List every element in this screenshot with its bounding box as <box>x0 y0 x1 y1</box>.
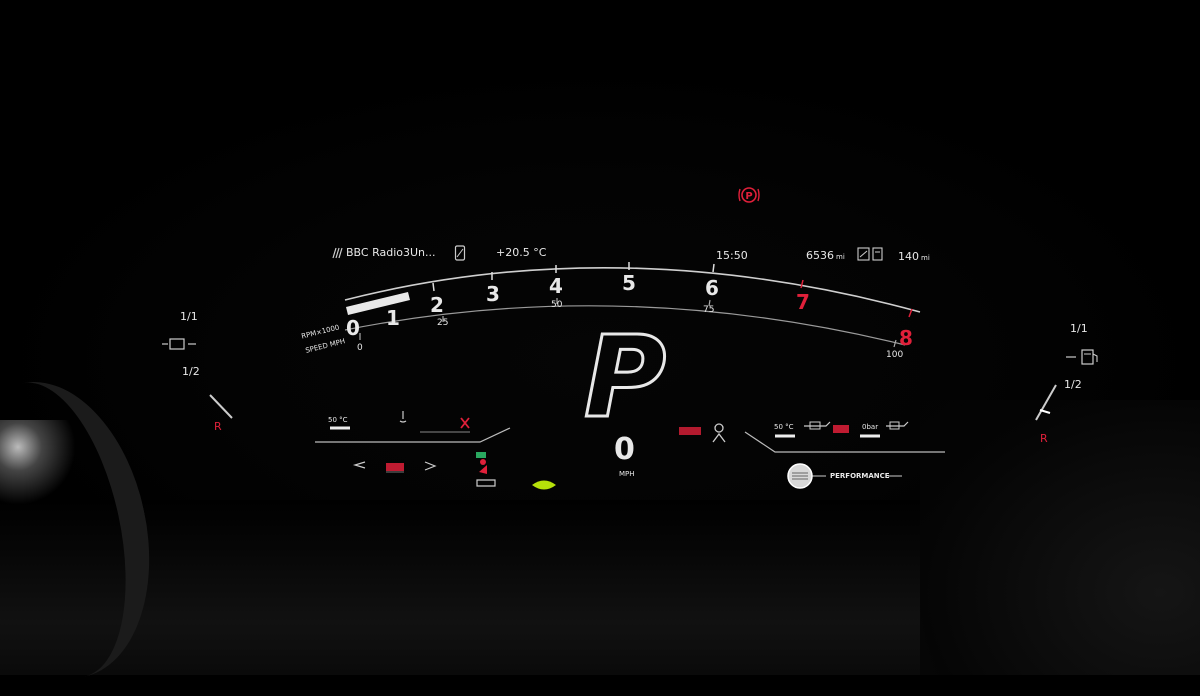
rpm-number-5: 5 <box>622 271 636 295</box>
fuel-reserve-label: R <box>214 420 222 433</box>
rpm-tick-6 <box>712 263 715 273</box>
rpm-number-6: 6 <box>705 276 719 300</box>
rpm-number-3: 3 <box>486 282 500 306</box>
rpm-number-7: 7 <box>796 290 810 314</box>
odometer-value: 6536 <box>806 249 834 262</box>
oil-pressure-value: 0 <box>862 423 867 431</box>
gear-indicator: P <box>570 318 680 422</box>
rpm-fill-bar <box>346 292 410 315</box>
seatbelt-icon <box>474 450 500 490</box>
speed-tick-label-0: 0 <box>357 343 363 353</box>
right-arrow-icon <box>424 461 437 471</box>
rpm-number-8: 8 <box>899 326 913 350</box>
range-unit: mi <box>921 254 930 262</box>
speed-tick-label-50: 50 <box>551 300 563 310</box>
odometer-unit: mi <box>836 253 845 261</box>
left-arrow-icon <box>352 461 366 469</box>
speed-inner-arc <box>344 305 906 346</box>
coolant-temp: 50 °C <box>328 416 348 424</box>
trip-icon <box>856 246 886 262</box>
left-panel-line <box>315 427 511 443</box>
radio-icon <box>330 246 344 260</box>
fuel-half-label: 1/2 <box>182 365 200 378</box>
rpm-tick-8 <box>908 308 913 318</box>
speed-tick-100 <box>893 339 897 348</box>
oil-pressure-unit: bar <box>866 423 879 431</box>
rpm-tick-2 <box>432 282 435 292</box>
drive-mode-badge <box>786 462 814 490</box>
media-source: BBC Radio3Un... <box>346 246 436 259</box>
gear-letter: P <box>584 318 666 422</box>
oil-gauge-arc <box>1035 384 1057 421</box>
speed-tick-75 <box>708 299 711 307</box>
speed-tick-label-100: 100 <box>886 350 904 360</box>
rpm-number-1: 1 <box>386 306 400 330</box>
right-panel-line <box>744 431 945 453</box>
cowl-right <box>920 400 1200 675</box>
oil-gauge-marker <box>1039 409 1051 414</box>
oil-pressure-icon <box>884 418 910 432</box>
fuel-full-label: 1/1 <box>180 310 198 323</box>
oil-pressure: 0bar <box>862 423 878 431</box>
phone-icon <box>454 245 466 261</box>
driver-assist-icon <box>710 422 728 444</box>
clock: 15:50 <box>716 249 748 262</box>
outside-temperature: +20.5 °C <box>496 246 547 259</box>
oil-pressure-warning-icon <box>832 424 850 434</box>
oil-half-label: 1/2 <box>1064 378 1082 391</box>
oil-temp-icon <box>802 418 832 432</box>
speed-unit: MPH <box>619 470 635 478</box>
speed-tick-label-75: 75 <box>703 305 715 315</box>
oil-reserve-label: R <box>1040 432 1048 445</box>
coolant-icon <box>396 410 410 424</box>
rpm-tick-7 <box>800 279 804 289</box>
fuel-needle <box>209 394 233 419</box>
oil-full-label: 1/1 <box>1070 322 1088 335</box>
rpm-number-4: 4 <box>549 274 563 298</box>
fuel-pump-icon <box>160 336 200 352</box>
airbag-warning-icon <box>678 424 704 438</box>
rpm-number-0: 0 <box>346 316 360 340</box>
parking-brake-icon: P <box>738 186 760 204</box>
speed-tick-label-25: 25 <box>437 318 449 328</box>
rpm-outer-arc <box>344 267 921 313</box>
drive-mode-label: PERFORMANCE <box>830 472 890 480</box>
traction-control-icon <box>384 460 408 474</box>
rpm-number-2: 2 <box>430 293 444 317</box>
steering-wheel-reflection <box>0 420 90 510</box>
speed-value: 0 <box>614 432 635 467</box>
gauge-graphics <box>209 262 1057 477</box>
range-value: 140 <box>898 250 919 263</box>
hazard-warning-icon <box>458 416 472 430</box>
oil-can-icon <box>1064 348 1106 366</box>
eco-leaf-icon <box>530 478 558 492</box>
oil-temp: 50 °C <box>774 423 794 431</box>
svg-text:P: P <box>745 191 752 202</box>
